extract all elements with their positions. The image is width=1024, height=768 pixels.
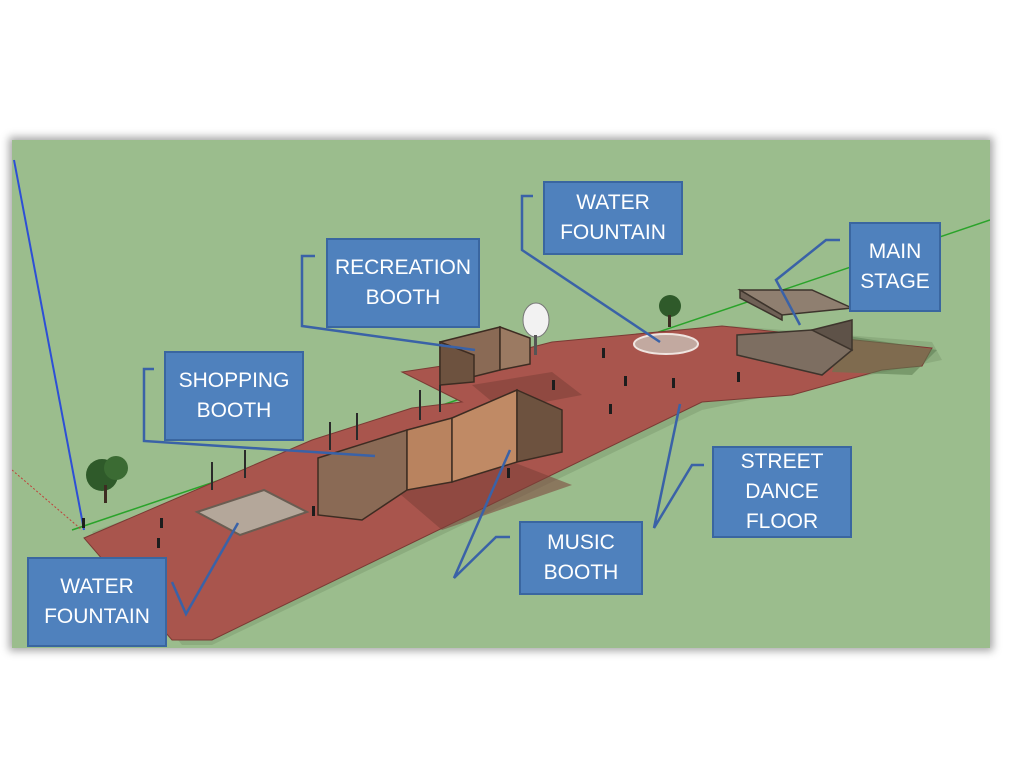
callout-line: BOOTH	[543, 561, 619, 584]
recreation-booth-right-wall	[499, 325, 531, 371]
music-booth-front-wall	[406, 417, 453, 491]
callout-water-fountain-bottom: WATER FOUNTAIN	[27, 557, 167, 647]
callout-line: BOOTH	[365, 286, 441, 309]
callout-water-fountain-top: WATER FOUNTAIN	[543, 181, 683, 255]
music-booth-side-wall	[516, 388, 563, 463]
callout-line: STREET	[740, 450, 824, 473]
callout-music-booth: MUSIC BOOTH	[519, 521, 643, 595]
stage-shadow	[832, 335, 937, 375]
callout-line: RECREATION	[334, 256, 472, 279]
callout-line: SHOPPING	[178, 369, 290, 392]
red-axis	[12, 469, 83, 531]
callout-main-stage: MAIN STAGE	[849, 222, 941, 312]
callout-line: FOUNTAIN	[560, 221, 666, 244]
callout-line: FLOOR	[745, 510, 819, 533]
callout-street-dance-floor: STREET DANCE FLOOR	[712, 446, 852, 538]
callout-line: MAIN	[868, 240, 922, 263]
callout-line: FOUNTAIN	[44, 605, 150, 628]
callout-line: BOOTH	[196, 399, 272, 422]
main-stage-platform	[736, 329, 854, 376]
tree-left	[86, 456, 128, 503]
callout-shopping-booth: SHOPPING BOOTH	[164, 351, 304, 441]
tree-small	[659, 295, 681, 327]
callout-line: WATER	[576, 191, 650, 214]
water-fountain-pool-top	[633, 333, 699, 355]
blue-axis	[13, 159, 85, 531]
callout-line: WATER	[60, 575, 134, 598]
callout-line: DANCE	[745, 480, 819, 503]
callout-line: MUSIC	[547, 531, 615, 554]
callout-line: STAGE	[860, 270, 930, 293]
callout-recreation-booth: RECREATION BOOTH	[326, 238, 480, 328]
